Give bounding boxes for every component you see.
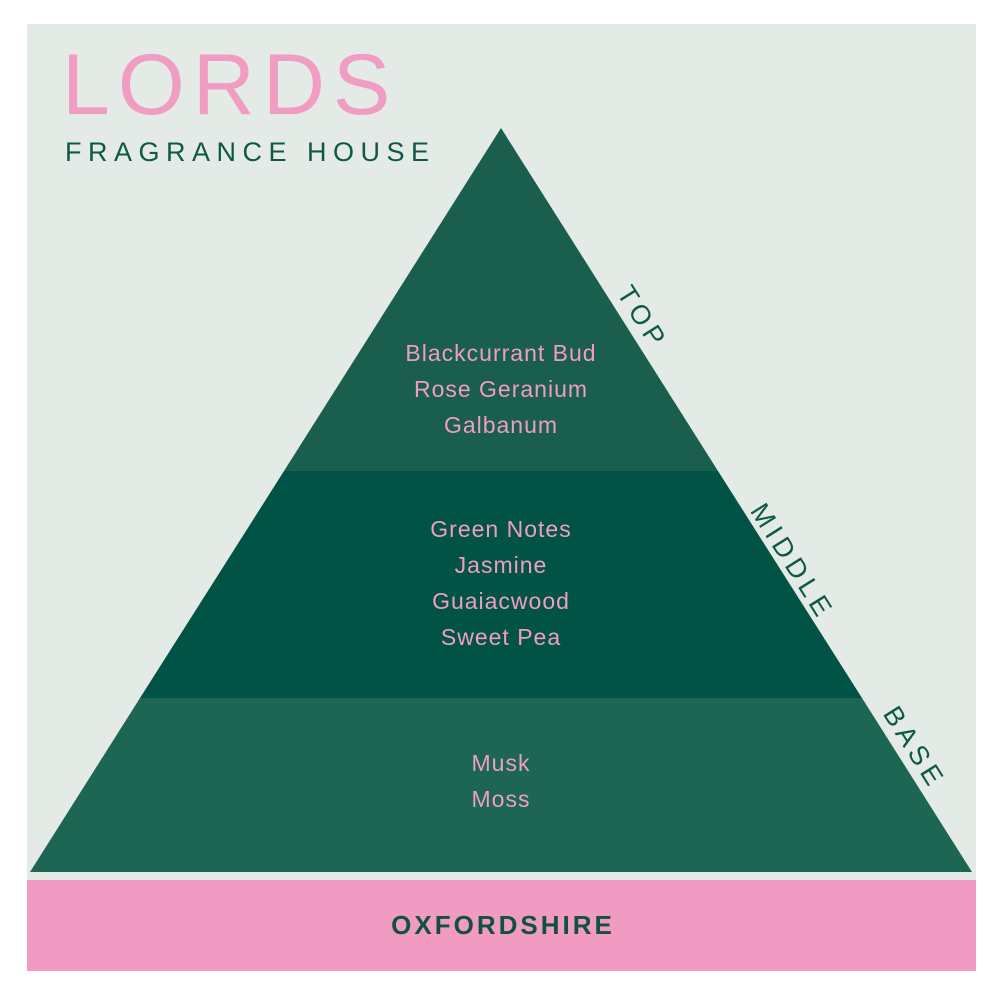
- base-note-1: Musk: [471, 750, 531, 776]
- middle-note-2: Jasmine: [454, 552, 548, 578]
- base-notes-list: Musk Moss: [27, 745, 975, 817]
- tier-middle-shape: [140, 471, 862, 698]
- middle-note-3: Guaiacwood: [432, 588, 570, 614]
- tier-base-shape: [30, 698, 972, 872]
- top-note-3: Galbanum: [443, 412, 559, 438]
- middle-notes-list: Green Notes Jasmine Guaiacwood Sweet Pea: [27, 511, 975, 655]
- top-note-2: Rose Geranium: [413, 376, 589, 402]
- top-notes-list: Blackcurrant Bud Rose Geranium Galbanum: [27, 335, 975, 443]
- location-label: OXFORDSHIRE: [391, 910, 615, 940]
- fragrance-pyramid-panel: LORDS FRAGRANCE HOUSE Blackcurrant Bud R…: [27, 24, 976, 971]
- top-note-1: Blackcurrant Bud: [405, 340, 597, 366]
- base-note-2: Moss: [471, 786, 531, 812]
- fragrance-pyramid: [30, 128, 972, 872]
- tier-top-shape: [284, 128, 718, 471]
- brand-tagline: FRAGRANCE HOUSE: [65, 137, 436, 167]
- brand-name: LORDS: [62, 37, 399, 133]
- location-bar: OXFORDSHIRE: [27, 880, 976, 971]
- middle-note-1: Green Notes: [430, 516, 572, 542]
- brand-logo: LORDS FRAGRANCE HOUSE: [62, 42, 436, 168]
- middle-note-4: Sweet Pea: [440, 624, 562, 650]
